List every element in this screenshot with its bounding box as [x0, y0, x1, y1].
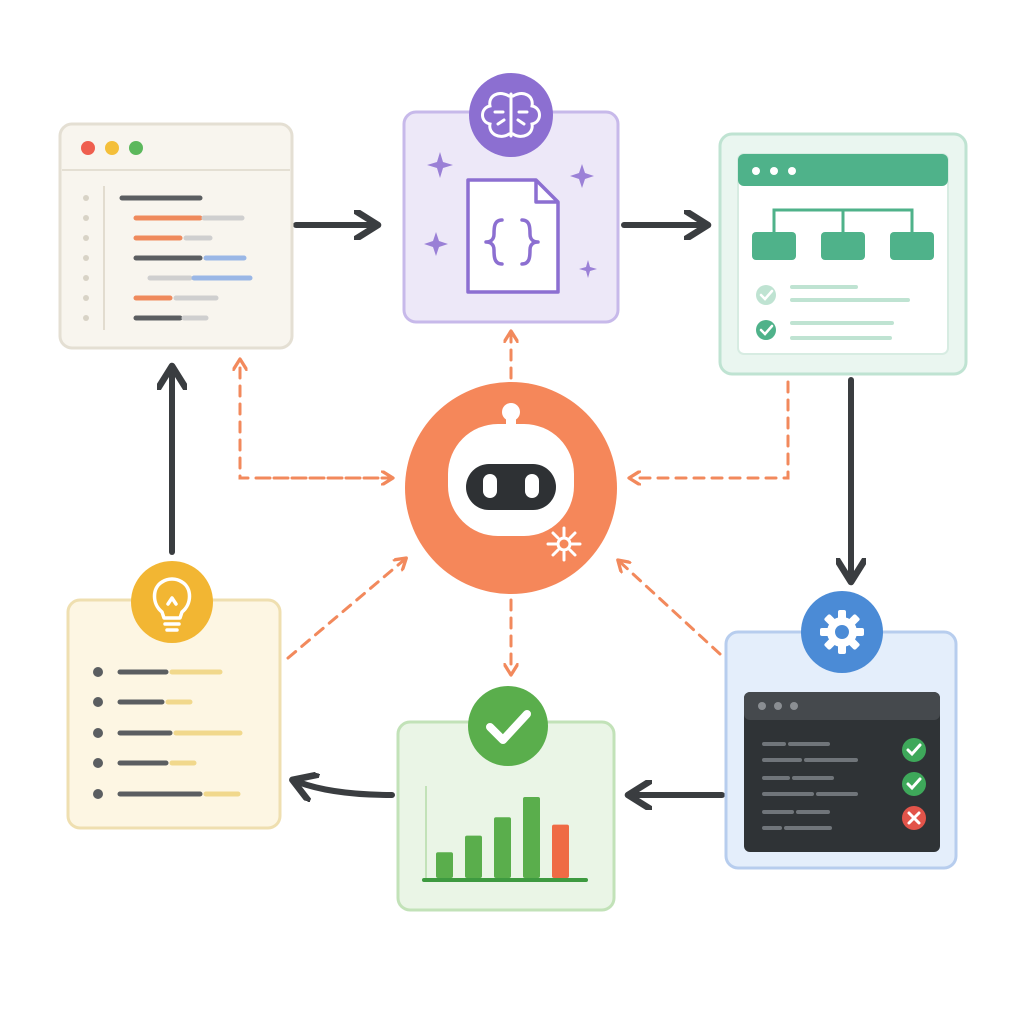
dashed-arrow-from-structure: [632, 380, 790, 478]
bar-chart-icon: [422, 786, 588, 882]
chart-bar: [552, 824, 569, 878]
structure-browser-card: [718, 132, 968, 376]
results-card: [396, 686, 616, 912]
chart-bar: [494, 817, 511, 878]
sparkle-gear-icon: [544, 524, 584, 564]
test-pass-icon: [902, 772, 926, 796]
hub-arrows: [240, 334, 790, 672]
chart-bar: [523, 797, 540, 878]
line-number-gutter: [83, 195, 89, 321]
test-runner-card: [724, 591, 958, 870]
code-lines: [119, 195, 253, 321]
test-pass-icon: [902, 738, 926, 762]
window-maximize-dot: [129, 141, 143, 155]
window-minimize-dot: [105, 141, 119, 155]
window-close-dot: [81, 141, 95, 155]
hierarchy-icon: [752, 208, 934, 260]
dashed-arrow-from-tests: [620, 562, 722, 656]
arrow-results-to-ideas: [298, 782, 395, 795]
ai-schema-card: [402, 73, 620, 324]
brain-icon: [469, 73, 553, 157]
test-fail-icon: [902, 806, 926, 830]
json-file-icon: [466, 178, 560, 294]
ai-agent-hub: [405, 382, 617, 594]
code-editor-window: [58, 122, 294, 350]
ideas-card: [66, 561, 282, 830]
lightbulb-icon: [131, 561, 213, 643]
validation-items: [756, 285, 910, 340]
dashed-arrow-from-ideas: [286, 560, 404, 660]
chart-bar: [436, 852, 453, 878]
terminal-window: [744, 692, 940, 852]
dashed-arrow-to-editor: [240, 362, 394, 480]
bullet-list-icon: [93, 667, 243, 799]
flow-arrows: [172, 225, 851, 795]
checkmark-icon: [468, 686, 548, 766]
browser-titlebar: [738, 154, 948, 186]
sparkle-icons: [424, 152, 597, 278]
gear-icon: [801, 591, 883, 673]
robot-icon: [448, 403, 574, 536]
chart-bar: [465, 835, 482, 878]
